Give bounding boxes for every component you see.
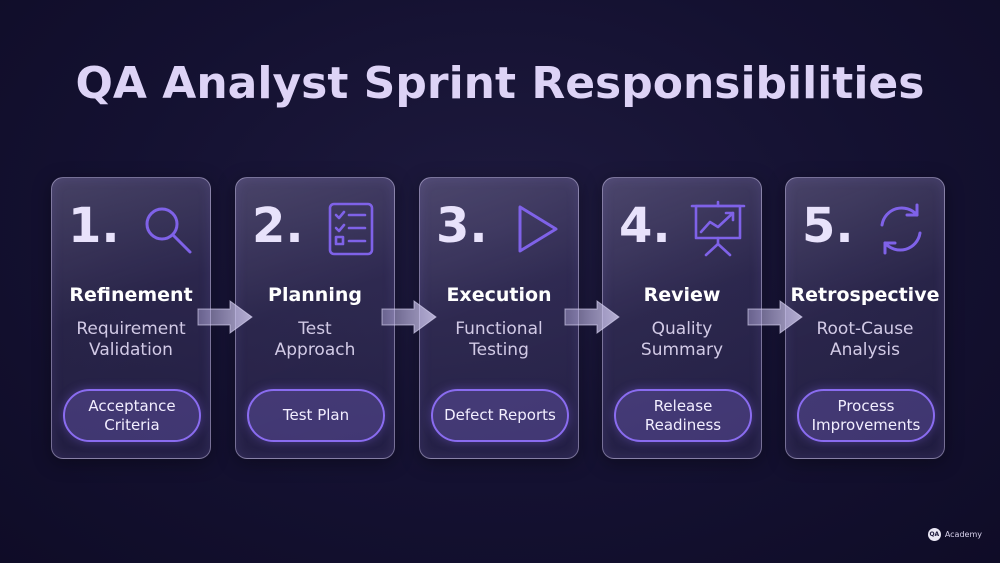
checklist-icon	[322, 200, 380, 258]
step-description-line: Test	[298, 319, 332, 339]
step-description-line: Root-Cause	[816, 319, 914, 339]
step-description: Test Approach	[236, 319, 394, 361]
deliverable-line: Improvements	[811, 415, 921, 434]
step-number: 4.	[619, 198, 671, 254]
step-number: 3.	[436, 198, 488, 254]
brand-watermark: QA Academy	[927, 528, 982, 541]
step-phase: Execution	[446, 284, 552, 306]
flow-arrow-icon	[563, 298, 621, 336]
deliverable-pill: Acceptance Criteria	[63, 389, 201, 442]
step-description: Functional Testing	[420, 319, 578, 361]
step-description-line: Testing	[469, 340, 529, 360]
step-number: 2.	[252, 198, 304, 254]
flow-arrow-icon	[380, 298, 438, 336]
flow-arrow-icon	[196, 298, 254, 336]
step-description-line: Validation	[89, 340, 173, 360]
page-title: QA Analyst Sprint Responsibilities	[75, 58, 925, 109]
step-description: Root-Cause Analysis	[786, 319, 944, 361]
step-phase: Review	[643, 284, 721, 306]
step-phase: Refinement	[69, 284, 193, 306]
deliverable-line: Process	[837, 396, 895, 415]
flow-arrow-icon	[746, 298, 804, 336]
deliverable-pill: Release Readiness	[614, 389, 752, 442]
deliverable-line: Readiness	[644, 415, 722, 434]
step-card-planning: 2. Planning Test Approach Test Plan	[235, 177, 395, 459]
refresh-cycle-icon	[872, 200, 930, 258]
brand-logo-icon: QA	[927, 528, 941, 541]
step-description: Requirement Validation	[52, 319, 210, 361]
deliverable-pill: Test Plan	[247, 389, 385, 442]
step-description: Quality Summary	[603, 319, 761, 361]
step-card-retrospective: 5. Retrospective Root-Cause Analysis Pro…	[785, 177, 945, 459]
magnifier-icon	[138, 200, 196, 258]
deliverable-line: Defect Reports	[444, 406, 556, 424]
deliverable-line: Test Plan	[282, 406, 350, 424]
presentation-chart-icon	[689, 200, 747, 258]
step-description-line: Functional	[455, 319, 543, 339]
step-number: 1.	[68, 198, 120, 254]
brand-name: Academy	[944, 530, 982, 539]
step-number: 5.	[802, 198, 854, 254]
step-card-review: 4. Review Quality Summary Release Readin…	[602, 177, 762, 459]
deliverable-pill: Defect Reports	[431, 389, 569, 442]
step-phase: Retrospective	[790, 284, 940, 306]
step-description-line: Requirement	[76, 319, 186, 339]
step-card-refinement: 1. Refinement Requirement Validation Acc…	[51, 177, 211, 459]
deliverable-line: Criteria	[104, 415, 160, 434]
step-card-execution: 3. Execution Functional Testing Defect R…	[419, 177, 579, 459]
step-phase: Planning	[268, 284, 362, 306]
deliverable-line: Acceptance	[88, 396, 176, 415]
step-description-line: Approach	[274, 340, 356, 360]
deliverable-pill: Process Improvements	[797, 389, 935, 442]
step-description-line: Summary	[640, 340, 724, 360]
step-description-line: Analysis	[829, 340, 901, 360]
step-description-line: Quality	[651, 319, 713, 339]
play-icon	[506, 200, 564, 258]
deliverable-line: Release	[653, 396, 713, 415]
